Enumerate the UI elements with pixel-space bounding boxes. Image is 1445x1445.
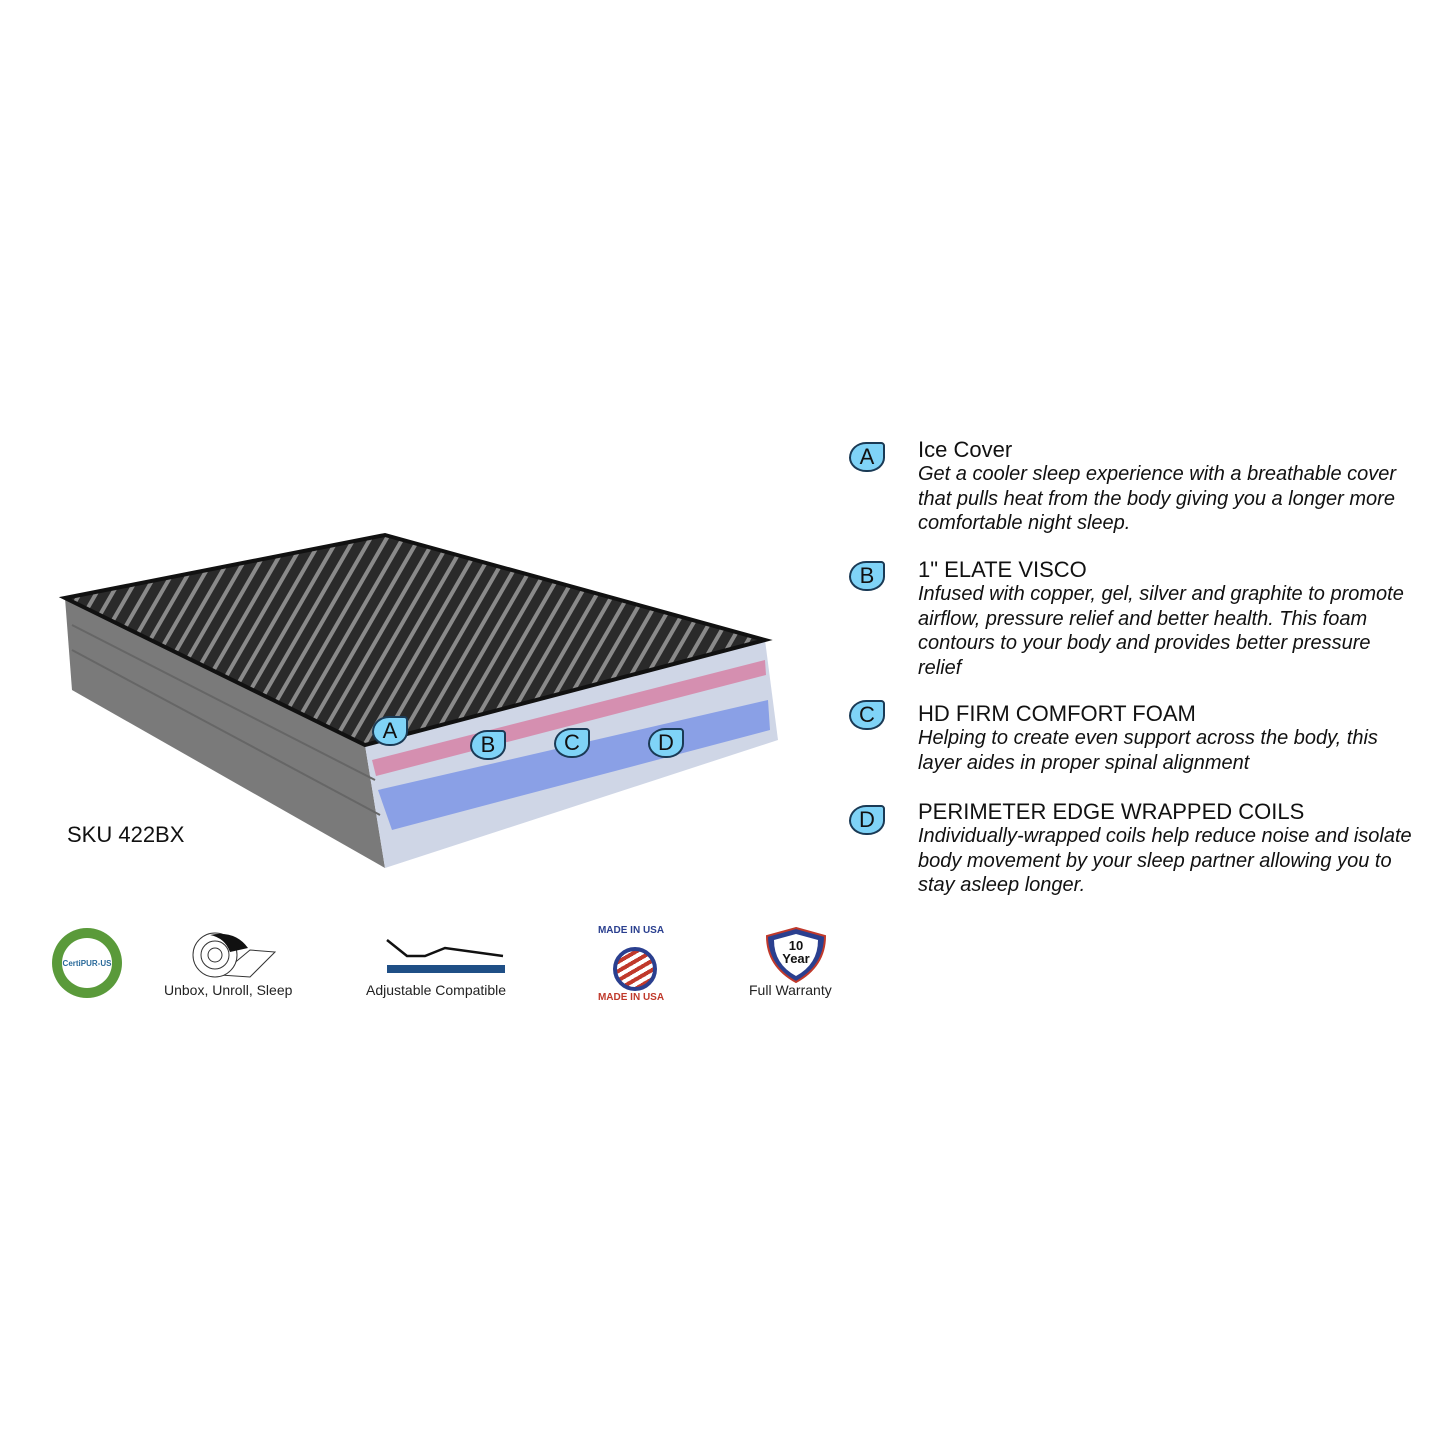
roll-icon <box>192 932 277 978</box>
usa-text-bottom: MADE IN USA <box>597 992 665 1003</box>
made-in-usa-seal: MADE IN USA MADE IN USA <box>586 925 676 1003</box>
feature-a-badge: A <box>849 442 885 472</box>
feature-title: HD FIRM COMFORT FOAM <box>918 701 1196 726</box>
feature-b-badge: B <box>849 561 885 591</box>
feature-d-badge: D <box>849 805 885 835</box>
feature-elate-visco: 1" ELATE VISCO Infused with copper, gel,… <box>918 558 1418 680</box>
certipur-logo: CertiPUR-US <box>52 928 122 998</box>
callout-b-on-image: B <box>470 730 506 760</box>
callout-d-on-image: D <box>648 728 684 758</box>
mattress-top <box>58 532 773 748</box>
warranty-number: 10 <box>788 938 804 953</box>
warranty-shield-icon <box>765 926 827 984</box>
feature-description: Get a cooler sleep experience with a bre… <box>918 463 1397 534</box>
feature-c-badge: C <box>849 700 885 730</box>
warranty-year: Year <box>782 951 810 966</box>
callout-a-on-image: A <box>372 716 408 746</box>
warranty-years: 10 Year <box>763 939 829 965</box>
mattress-illustration <box>58 532 778 868</box>
sku-label: SKU 422BX <box>67 822 185 847</box>
adjustable-base-icon <box>386 939 505 973</box>
feature-title: 1" ELATE VISCO <box>918 557 1087 582</box>
feature-title: Ice Cover <box>918 437 1013 462</box>
feature-ice-cover: Ice Cover Get a cooler sleep experience … <box>918 438 1418 536</box>
adjustable-label: Adjustable Compatible <box>366 982 507 998</box>
usa-text: MADE IN USA <box>597 925 665 936</box>
callout-c-on-image: C <box>554 728 590 758</box>
feature-description: Infused with copper, gel, silver and gra… <box>918 583 1404 679</box>
feature-edge-coils: PERIMETER EDGE WRAPPED COILS Individuall… <box>918 800 1418 898</box>
feature-description: Individually-wrapped coils help reduce n… <box>918 825 1412 896</box>
feature-hd-firm-foam: HD FIRM COMFORT FOAM Helping to create e… <box>918 702 1418 775</box>
feature-description: Helping to create even support across th… <box>918 727 1378 774</box>
warranty-label: Full Warranty <box>749 982 832 998</box>
unbox-label: Unbox, Unroll, Sleep <box>164 982 293 998</box>
certipur-text: CertiPUR-US <box>62 938 112 988</box>
feature-title: PERIMETER EDGE WRAPPED COILS <box>918 799 1305 824</box>
